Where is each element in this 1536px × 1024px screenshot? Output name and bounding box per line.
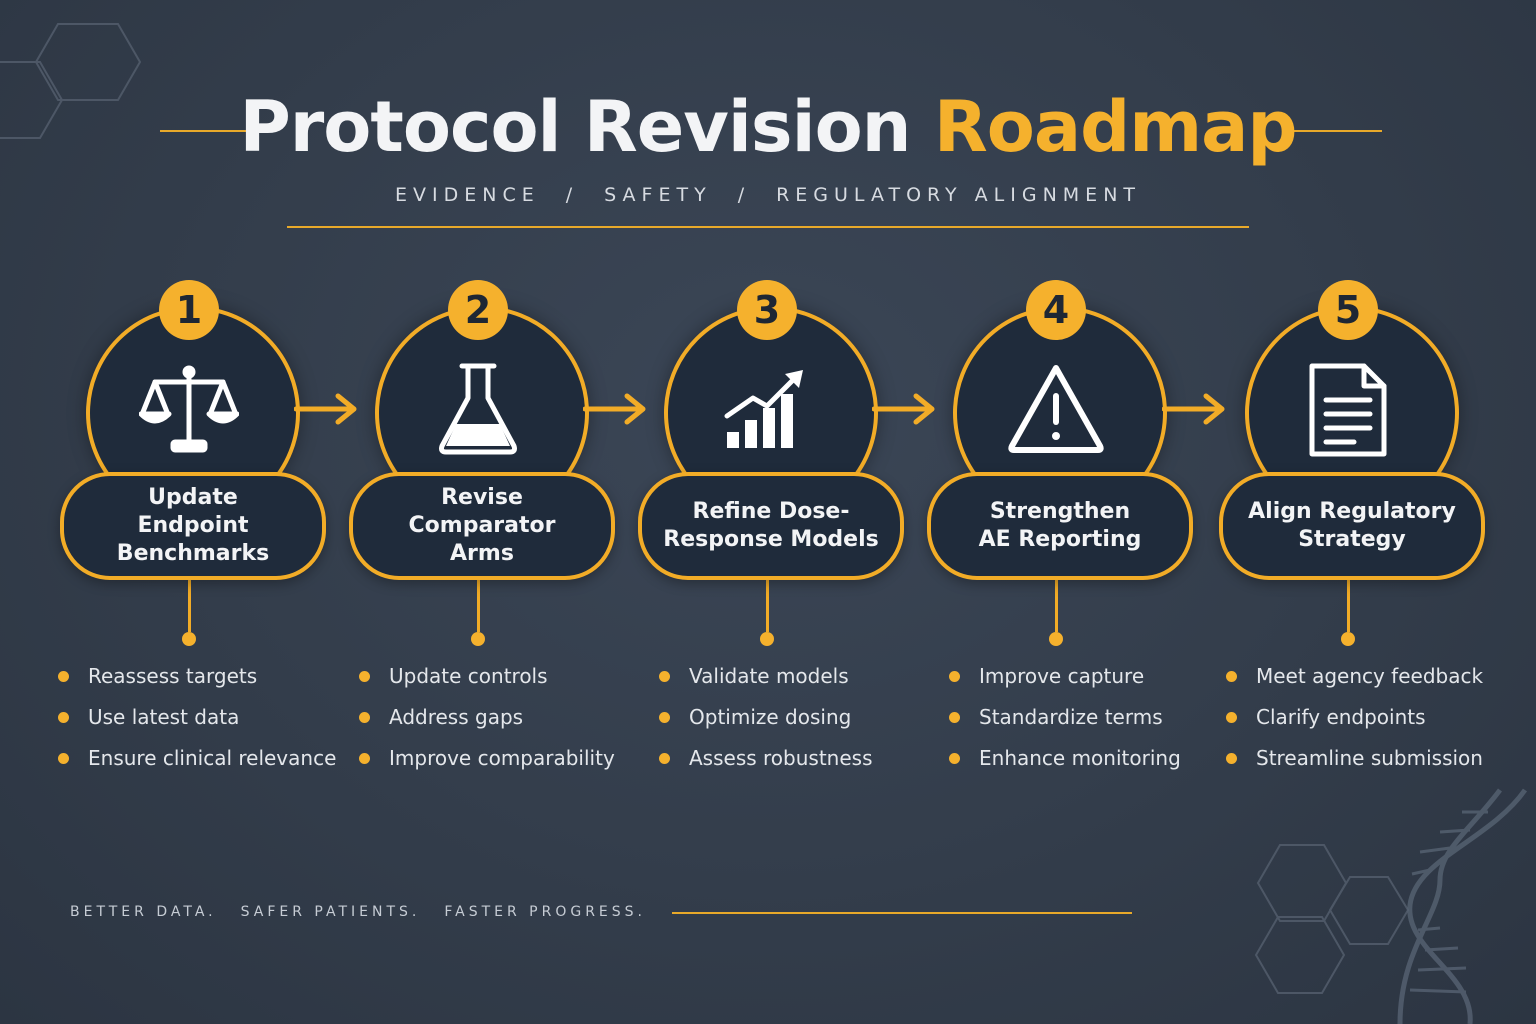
- growth-chart-icon: [724, 370, 803, 448]
- subtitle-item: SAFETY: [604, 184, 712, 206]
- tagline-item: FASTER PROGRESS.: [444, 904, 646, 920]
- footer-rule: [672, 912, 1132, 914]
- dna-helix-decoration: [1397, 788, 1528, 1024]
- bullet-item: Ensure clinical relevance: [58, 742, 336, 783]
- step-2-bullets: Update controls Address gaps Improve com…: [359, 660, 615, 783]
- flask-icon: [439, 363, 517, 455]
- connector-stem: [766, 580, 769, 632]
- hexagon-decoration: [1254, 916, 1346, 994]
- footer-tagline: BETTER DATA. SAFER PATIENTS. FASTER PROGRE…: [70, 904, 670, 920]
- title-rule-left: [160, 130, 258, 132]
- subtitle-separator: /: [565, 184, 579, 206]
- hexagon-decoration: [1256, 844, 1348, 922]
- step-number-badge: 2: [448, 280, 508, 340]
- connector-stem: [477, 580, 480, 632]
- subtitle-separator: /: [737, 184, 751, 206]
- hexagon-decoration: [0, 61, 64, 139]
- bullet-item: Optimize dosing: [659, 701, 873, 742]
- connector-stem: [1055, 580, 1058, 632]
- connector-stem: [1347, 580, 1350, 632]
- bullet-item: Improve capture: [949, 660, 1181, 701]
- step-5-bullets: Meet agency feedback Clarify endpoints S…: [1226, 660, 1483, 783]
- bullet-item: Assess robustness: [659, 742, 873, 783]
- page-title: Protocol Revision Roadmap: [0, 82, 1536, 172]
- connector-dot: [760, 632, 774, 646]
- subtitle-rule: [287, 226, 1249, 228]
- arrow-right-icon: [583, 393, 646, 425]
- subtitle-item: EVIDENCE: [394, 184, 540, 206]
- step-number-badge: 1: [159, 280, 219, 340]
- step-label-pill: Revise Comparator Arms: [349, 472, 615, 580]
- warning-icon: [1008, 365, 1104, 453]
- subtitle-item: REGULATORY ALIGNMENT: [776, 184, 1142, 206]
- connector-stem: [188, 580, 191, 632]
- tagline-item: SAFER PATIENTS.: [240, 904, 421, 920]
- step-label: Strengthen AE Reporting: [978, 499, 1142, 552]
- connector-dot: [1049, 632, 1063, 646]
- title-rule-right: [1284, 130, 1382, 132]
- bullet-item: Reassess targets: [58, 660, 336, 701]
- step-3: 3 Refine Dose- Response Models: [638, 280, 908, 680]
- step-4: 4 Strengthen AE Reporting: [927, 280, 1197, 680]
- step-label: Revise Comparator Arms: [408, 485, 556, 566]
- subtitle: EVIDENCE / SAFETY / REGULATORY ALIGNMENT: [0, 184, 1536, 206]
- step-3-bullets: Validate models Optimize dosing Assess r…: [659, 660, 873, 783]
- step-label-pill: Align Regulatory Strategy: [1219, 472, 1485, 580]
- bullet-item: Validate models: [659, 660, 873, 701]
- arrow-right-icon: [294, 393, 357, 425]
- step-number-badge: 3: [737, 280, 797, 340]
- step-4-bullets: Improve capture Standardize terms Enhanc…: [949, 660, 1181, 783]
- step-1: 1 Update Endpoint Benchmarks: [60, 280, 330, 680]
- connector-dot: [1341, 632, 1355, 646]
- step-label: Align Regulatory Strategy: [1248, 499, 1456, 552]
- step-label: Refine Dose- Response Models: [663, 499, 879, 552]
- bullet-item: Clarify endpoints: [1226, 701, 1483, 742]
- connector-dot: [182, 632, 196, 646]
- title-part-2: Roadmap: [933, 86, 1298, 168]
- bullet-item: Update controls: [359, 660, 615, 701]
- bullet-item: Improve comparability: [359, 742, 615, 783]
- bullet-item: Standardize terms: [949, 701, 1181, 742]
- step-label-pill: Strengthen AE Reporting: [927, 472, 1193, 580]
- step-number-badge: 4: [1026, 280, 1086, 340]
- step-number-badge: 5: [1318, 280, 1378, 340]
- bullet-item: Enhance monitoring: [949, 742, 1181, 783]
- step-label: Update Endpoint Benchmarks: [116, 485, 270, 566]
- connector-dot: [471, 632, 485, 646]
- bullet-item: Use latest data: [58, 701, 336, 742]
- bullet-item: Address gaps: [359, 701, 615, 742]
- bullet-item: Streamline submission: [1226, 742, 1483, 783]
- step-2: 2 Revise Comparator Arms: [349, 280, 619, 680]
- step-5: 5 Align Regulatory Strategy: [1219, 280, 1489, 680]
- hexagon-decoration: [1328, 876, 1410, 945]
- step-label-pill: Refine Dose- Response Models: [638, 472, 904, 580]
- tagline-item: BETTER DATA.: [70, 904, 217, 920]
- scales-icon: [139, 365, 239, 453]
- arrow-right-icon: [1162, 393, 1225, 425]
- title-part-1: Protocol Revision: [239, 86, 911, 168]
- step-label-pill: Update Endpoint Benchmarks: [60, 472, 326, 580]
- step-1-bullets: Reassess targets Use latest data Ensure …: [58, 660, 336, 783]
- document-icon: [1309, 363, 1387, 457]
- bullet-item: Meet agency feedback: [1226, 660, 1483, 701]
- arrow-right-icon: [872, 393, 935, 425]
